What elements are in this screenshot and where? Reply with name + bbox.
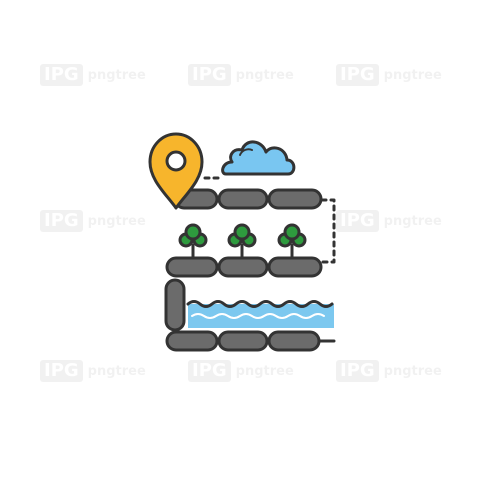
river-water [188,304,334,328]
road-segment-icon [217,256,269,278]
road-row-bottom [165,330,336,352]
tree-row [178,223,307,264]
road-segment-icon [267,256,323,278]
tree-icon [277,223,307,264]
road-segment-icon [267,188,323,210]
tree-icon [227,223,257,264]
cloud-highlight [239,148,253,156]
dashed-route-right-turn [320,198,336,264]
map-pin-hole [165,150,187,172]
river-wave-top [186,300,334,308]
map-pin-icon [148,132,204,210]
dashed-route-lines [203,176,336,264]
road-row-middle [165,256,323,278]
road-segment-icon [217,330,269,352]
road-row-top [173,188,323,210]
river-wave-highlight [191,313,325,319]
road-segment-vertical-icon [164,278,186,332]
river-icon [186,300,334,328]
cloud-icon [221,140,296,176]
road-segment-icon [217,188,269,210]
road-segment-icon [165,256,219,278]
tree-icon [178,223,208,264]
road-segment-icon [165,330,219,352]
road-segment-icon [267,330,321,352]
